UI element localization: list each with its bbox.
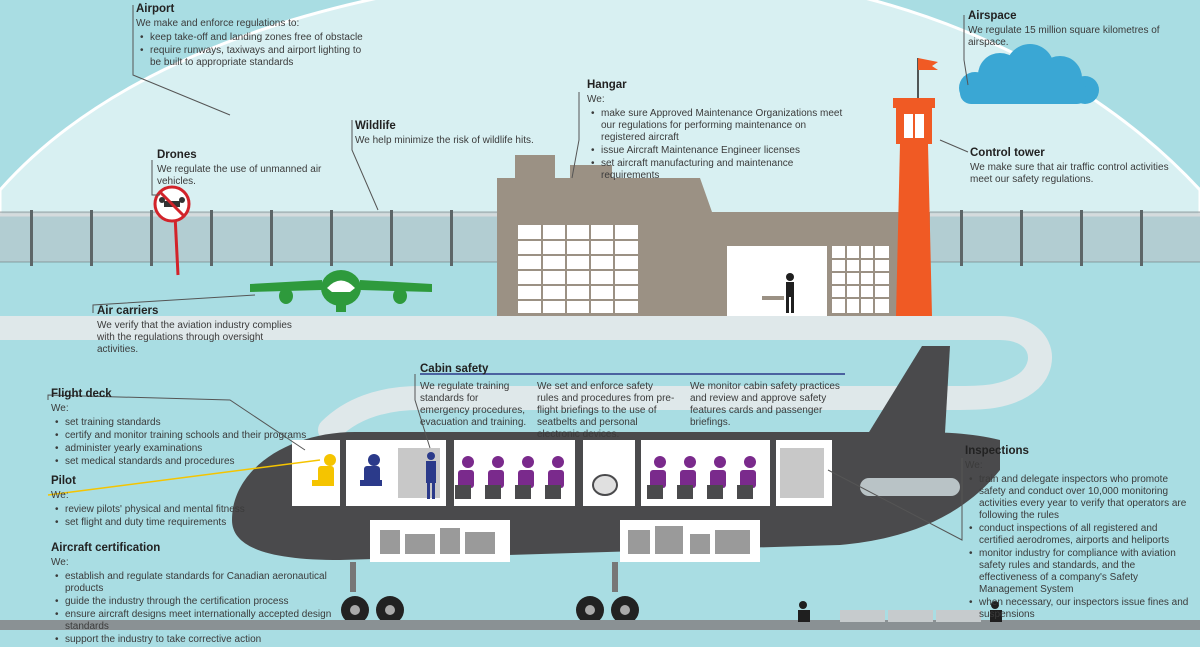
wildlife-label: Wildlife We help minimize the risk of wi…	[355, 120, 555, 147]
airspace-title: Airspace	[968, 10, 1017, 22]
inspections-intro: We:	[965, 460, 983, 471]
flight-deck-label: Flight deck We: set training standards c…	[51, 388, 311, 469]
aircraft-certification-label: Aircraft certification We: establish and…	[51, 542, 351, 647]
list-item: set medical standards and procedures	[55, 456, 311, 468]
no-drone-sign-icon	[153, 185, 191, 276]
pilot-intro: We:	[51, 490, 69, 501]
hangar-title: Hangar	[587, 79, 627, 91]
list-item: train and delegate inspectors who promot…	[969, 474, 1190, 522]
drones-text: We regulate the use of unmanned air vehi…	[157, 164, 322, 187]
flag-icon	[918, 58, 938, 70]
list-item: when necessary, our inspectors issue fin…	[969, 597, 1190, 621]
list-item: monitor industry for compliance with avi…	[969, 548, 1190, 596]
flight-deck-list: set training standards certify and monit…	[51, 417, 311, 468]
perimeter-fence	[0, 210, 1200, 266]
hangar-label: Hangar We: make sure Approved Maintenanc…	[587, 79, 852, 183]
list-item: establish and regulate standards for Can…	[55, 571, 351, 595]
flight-deck-intro: We:	[51, 403, 69, 414]
list-item: support the industry to take corrective …	[55, 634, 351, 646]
list-item: issue Aircraft Maintenance Engineer lice…	[591, 145, 852, 157]
list-item: administer yearly examinations	[55, 443, 311, 455]
aircraft-certification-intro: We:	[51, 557, 69, 568]
control-tower-title: Control tower	[970, 147, 1045, 159]
airliner	[232, 346, 1000, 624]
cabin-safety-label: Cabin safety	[420, 363, 860, 378]
infographic-scene	[0, 0, 1200, 630]
flight-deck-title: Flight deck	[51, 388, 112, 400]
green-airplane	[250, 270, 432, 312]
pilot-label: Pilot We: review pilots' physical and me…	[51, 475, 281, 530]
pilot-figure	[312, 454, 336, 486]
wildlife-text: We help minimize the risk of wildlife hi…	[355, 135, 534, 146]
drones-title: Drones	[157, 149, 197, 161]
inspections-list: train and delegate inspectors who promot…	[965, 474, 1190, 621]
cabin-safety-title: Cabin safety	[420, 363, 489, 375]
pilot-list: review pilots' physical and mental fitne…	[51, 504, 281, 529]
air-carriers-title: Air carriers	[97, 305, 159, 317]
copilot-figure	[360, 454, 382, 486]
list-item: review pilots' physical and mental fitne…	[55, 504, 281, 516]
list-item: ensure aircraft designs meet internation…	[55, 609, 351, 633]
air-carriers-label: Air carriers We verify that the aviation…	[97, 305, 297, 356]
airport-dome	[0, 0, 1200, 190]
list-item: keep take-off and landing zones free of …	[140, 32, 366, 44]
list-item: set aircraft manufacturing and maintenan…	[591, 158, 852, 182]
control-tower-text: We make sure that air traffic control ac…	[970, 162, 1169, 185]
hangar-list: make sure Approved Maintenance Organizat…	[587, 108, 852, 182]
control-tower-label: Control tower We make sure that air traf…	[970, 147, 1180, 186]
cabin-safety-col2: We set and enforce safety rules and proc…	[537, 381, 675, 440]
airport-title: Airport	[136, 3, 175, 15]
air-carriers-text: We verify that the aviation industry com…	[97, 320, 292, 355]
aircraft-certification-title: Aircraft certification	[51, 542, 161, 554]
list-item: require runways, taxiways and airport li…	[140, 45, 366, 69]
cabin-safety-col1: We regulate training standards for emerg…	[420, 381, 527, 428]
inspections-title: Inspections	[965, 445, 1029, 457]
cloud-icon	[959, 44, 1099, 104]
hangar-building	[497, 155, 930, 316]
passengers	[458, 456, 756, 488]
pilot-title: Pilot	[51, 475, 76, 487]
flight-attendant	[426, 452, 436, 499]
control-tower	[893, 58, 938, 316]
list-item: conduct inspections of all registered an…	[969, 523, 1190, 547]
list-item: certify and monitor training schools and…	[55, 430, 311, 442]
list-item: set training standards	[55, 417, 311, 429]
drones-label: Drones We regulate the use of unmanned a…	[157, 149, 357, 188]
worker-icon	[786, 273, 794, 313]
taxiway	[0, 316, 1052, 442]
wildlife-title: Wildlife	[355, 120, 396, 132]
cabin-safety-col3: We monitor cabin safety practices and re…	[690, 381, 840, 428]
aircraft-certification-list: establish and regulate standards for Can…	[51, 571, 351, 646]
airspace-text: We regulate 15 million square kilometres…	[968, 25, 1160, 48]
inspections-label: Inspections We: train and delegate inspe…	[965, 445, 1190, 622]
list-item: guide the industry through the certifica…	[55, 596, 351, 608]
list-item: make sure Approved Maintenance Organizat…	[591, 108, 852, 144]
airport-intro: We make and enforce regulations to:	[136, 18, 300, 29]
airspace-label: Airspace We regulate 15 million square k…	[968, 10, 1178, 49]
hangar-intro: We:	[587, 94, 605, 105]
airport-list: keep take-off and landing zones free of …	[136, 32, 366, 69]
list-item: set flight and duty time requirements	[55, 517, 281, 529]
airport-label: Airport We make and enforce regulations …	[136, 3, 366, 70]
